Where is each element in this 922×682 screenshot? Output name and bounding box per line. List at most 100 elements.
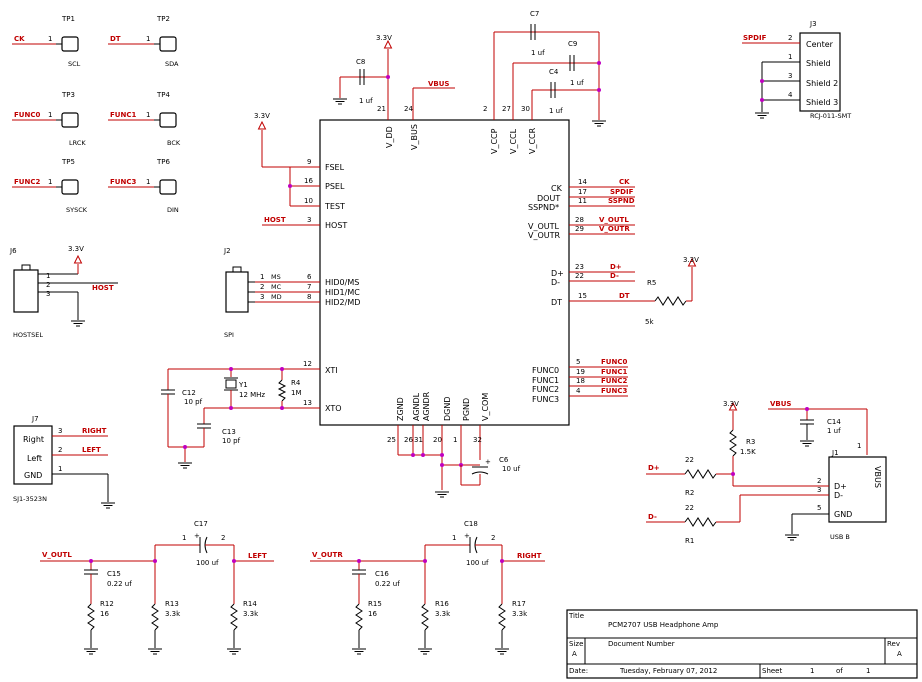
c6-ref: C6 (499, 456, 509, 464)
svg-text:+: + (485, 458, 491, 466)
svg-text:+: + (464, 532, 470, 540)
j2-sig1: MS (271, 273, 281, 281)
j1-pin3: 3 (817, 486, 821, 494)
c17-ref: C17 (194, 520, 208, 528)
testpoint-tp6: TP6 FUNC3 1 DIN (108, 158, 179, 214)
connector-j7: J7 Right Left GND 3 2 1 RIGHT LEFT SJ1-3… (13, 415, 116, 509)
v33-label-j6: 3.3V (68, 245, 84, 253)
pin-func1: FUNC1 (532, 376, 559, 385)
r2-value: 22 (685, 456, 694, 464)
sel-pullup: 3.3V (254, 112, 292, 206)
net-dplus-usb: D+ (648, 464, 660, 472)
pin-num-11: 11 (578, 197, 587, 205)
pin-num-28: 28 (575, 216, 584, 224)
r3-value: 1.5K (740, 448, 756, 456)
r5-ref: R5 (647, 279, 656, 287)
j2-pin1: 1 (260, 273, 264, 281)
j3-shield2: Shield 2 (806, 79, 838, 88)
pin-num-32: 32 (473, 436, 482, 444)
svg-text:+: + (194, 532, 200, 540)
pin-vcom: V_COM (481, 393, 490, 421)
j1-vbus-pin: 1 (857, 442, 861, 450)
pin-agndl: AGNDL (412, 392, 421, 421)
net-ck: CK (619, 178, 630, 186)
net-voutl: V_OUTL (599, 216, 629, 224)
net-vbus-ic: VBUS (428, 80, 449, 88)
cap-c6: + C6 10 uf (460, 456, 521, 486)
resistor-r5: 3.3V R5 5k (645, 256, 699, 326)
tp3-ref: TP3 (61, 91, 75, 99)
r15-value: 16 (368, 610, 377, 618)
tp5-ref: TP5 (61, 158, 75, 166)
c15-ref: C15 (107, 570, 121, 578)
pin-num-4: 4 (576, 387, 581, 395)
pin-num-22: 22 (575, 272, 584, 280)
pin-num-7: 7 (307, 283, 311, 291)
size-label: Size (569, 640, 583, 648)
net-host-j6: HOST (92, 284, 114, 292)
net-voutl-filter: V_OUTL (42, 551, 72, 559)
of-label: of (836, 667, 843, 675)
j1-ref: J1 (831, 449, 839, 457)
size-value: A (572, 650, 577, 658)
tp4-pin: 1 (146, 111, 150, 119)
c9-value: 1 uf (570, 79, 584, 87)
tp4-net: FUNC1 (110, 111, 136, 119)
net-left-filter: LEFT (248, 552, 267, 560)
net-voutr-filter: V_OUTR (312, 551, 343, 559)
pin-hid0: HID0/MS (325, 278, 359, 287)
pin-dgnd: DGND (443, 396, 452, 421)
tp2-pin: 1 (146, 35, 150, 43)
pin-num-24: 24 (404, 105, 413, 113)
pin-num-18: 18 (576, 377, 585, 385)
j7-left: Left (27, 454, 42, 463)
rev-value: A (897, 650, 902, 658)
j2-ref: J2 (223, 247, 231, 255)
r16-value: 3.3k (435, 610, 451, 618)
pin-num-30: 30 (521, 105, 530, 113)
pin-host: HOST (325, 221, 347, 230)
connector-j3: J3 Center Shield Shield 2 Shield 3 SPDIF… (742, 20, 851, 120)
r4-value: 1M (291, 389, 302, 397)
r3-ref: R3 (746, 438, 755, 446)
pin-num-13: 13 (303, 399, 312, 407)
j7-pin1: 1 (58, 465, 62, 473)
r17-value: 3.3k (512, 610, 528, 618)
y1-ref: Y1 (238, 381, 248, 389)
net-spdif-j3: SPDIF (743, 34, 767, 42)
j7-gnd: GND (24, 471, 42, 480)
r16-ref: R16 (435, 600, 449, 608)
net-func3: FUNC3 (601, 387, 627, 395)
c4-value: 1 uf (549, 107, 563, 115)
r13-ref: R13 (165, 600, 179, 608)
j3-shield: Shield (806, 59, 831, 68)
j1-pin5: 5 (817, 504, 821, 512)
tp6-label: DIN (167, 206, 179, 214)
pin-num-6: 6 (307, 273, 312, 281)
net-dminus: D- (610, 272, 619, 280)
j3-pin2: 2 (788, 34, 792, 42)
c14-value: 1 uf (827, 427, 841, 435)
title-block: Title PCM2707 USB Headphone Amp Size A D… (566, 609, 918, 679)
tp5-label: SYSCK (66, 206, 88, 214)
net-voutr: V_OUTR (599, 225, 630, 233)
j1-name: USB B (830, 533, 850, 541)
pin-dout: DOUT (537, 194, 560, 203)
r12-value: 16 (100, 610, 109, 618)
c12-value: 10 pf (184, 398, 203, 406)
j1-dminus: D- (834, 491, 843, 500)
j3-center: Center (806, 40, 834, 49)
j7-right: Right (23, 435, 44, 444)
pin-num-31: 31 (414, 436, 423, 444)
c15-value: 0.22 uf (107, 580, 132, 588)
vdd-supply: 3.3V C8 1 uf (332, 34, 392, 105)
c8-ref: C8 (356, 58, 365, 66)
pin-num-3: 3 (307, 216, 311, 224)
c16-ref: C16 (375, 570, 389, 578)
of-value: 1 (866, 667, 870, 675)
pin-func2: FUNC2 (532, 385, 559, 394)
j3-pin3: 3 (788, 72, 792, 80)
c12-ref: C12 (182, 389, 196, 397)
c9-ref: C9 (568, 40, 577, 48)
c16-value: 0.22 uf (375, 580, 400, 588)
